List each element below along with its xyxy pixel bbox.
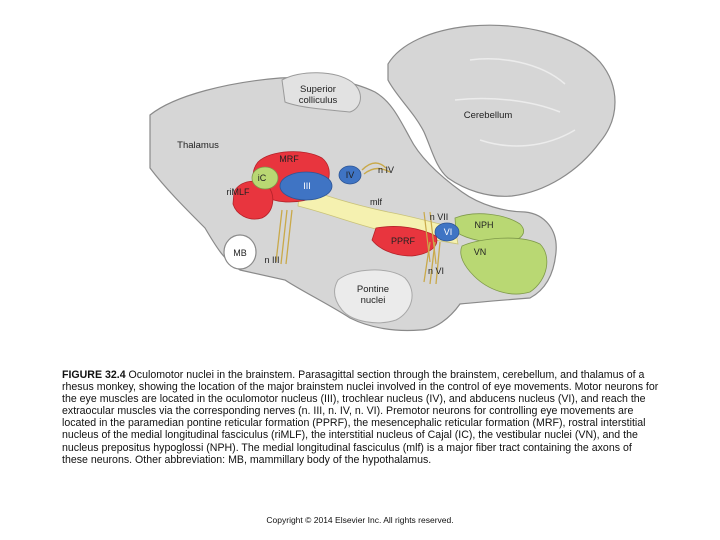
label-nph: NPH [474, 220, 493, 230]
label-vi: VI [444, 227, 453, 237]
label-cerebellum: Cerebellum [464, 110, 513, 121]
label-rimlf: riMLF [227, 187, 250, 197]
label-superior-colliculus-1: Superior [300, 84, 336, 95]
label-ic: iC [258, 173, 267, 183]
label-iii: III [303, 181, 311, 191]
label-mlf: mlf [370, 197, 382, 207]
label-n-iv: n IV [378, 165, 394, 175]
label-mb: MB [233, 248, 247, 258]
superior-colliculus-region [281, 72, 361, 113]
pprf-nucleus [371, 226, 438, 257]
n-vi-nerve [423, 241, 441, 285]
figure-label: FIGURE 32.4 [62, 369, 126, 381]
ic-nucleus [251, 166, 279, 190]
iii-nucleus [279, 171, 333, 201]
cerebellum-region [387, 24, 616, 197]
vi-nucleus [434, 222, 460, 242]
label-n-iii: n III [264, 255, 279, 265]
caption-text: Oculomotor nuclei in the brainstem. Para… [62, 369, 659, 466]
iv-nucleus [338, 165, 362, 185]
nph-nucleus [454, 213, 524, 243]
copyright-notice: Copyright © 2014 Elsevier Inc. All right… [266, 515, 454, 525]
vn-nucleus [460, 237, 548, 295]
label-iv: IV [346, 170, 355, 180]
label-superior-colliculus-2: colliculus [299, 95, 338, 106]
label-n-vi: n VI [428, 266, 444, 276]
n-iv-nerve [361, 162, 391, 175]
label-mrf: MRF [279, 154, 299, 164]
brainstem-diagram: Superior colliculus Cerebellum Thalamus … [149, 24, 616, 332]
label-pontine-1: Pontine [357, 284, 389, 295]
rimlf-nucleus [232, 180, 274, 220]
n-iii-nerve [275, 209, 293, 265]
label-n-vii: n VII [430, 212, 449, 222]
label-vn: VN [474, 247, 487, 257]
n-vii-nerve [423, 211, 437, 265]
label-pontine-2: nuclei [361, 295, 386, 306]
mammillary-body [223, 234, 257, 270]
label-thalamus: Thalamus [177, 140, 219, 151]
label-pprf: PPRF [391, 236, 416, 246]
figure-caption: FIGURE 32.4 Oculomotor nuclei in the bra… [62, 369, 660, 466]
pontine-nuclei-region [334, 269, 413, 324]
cerebellum-folia [454, 58, 576, 147]
